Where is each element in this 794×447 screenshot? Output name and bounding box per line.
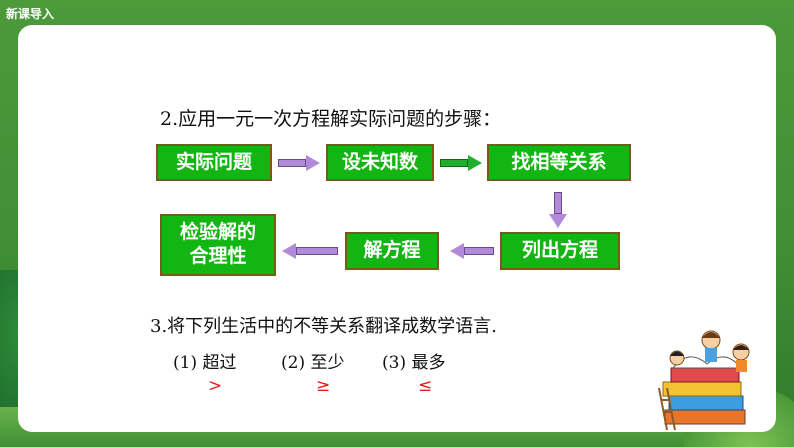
arrow-left-icon	[282, 243, 338, 259]
answer-greater-equal: ≥	[316, 376, 331, 396]
arrow-right-icon	[278, 155, 320, 171]
answer-greater-than: >	[208, 376, 223, 396]
steps-heading: 2.应用一元一次方程解实际问题的步骤：	[160, 108, 502, 130]
arrow-right-icon	[440, 155, 482, 171]
relation-item-at-least: (2) 至少	[281, 353, 345, 373]
relation-item-at-most: (3) 最多	[382, 353, 446, 373]
arrow-left-icon	[450, 243, 494, 259]
step-actual-problem: 实际问题	[156, 144, 272, 181]
content-card	[18, 25, 776, 432]
step-write-equation: 列出方程	[500, 232, 620, 270]
answer-less-equal: ≤	[418, 376, 433, 396]
step-check-line2: 合理性	[189, 245, 247, 267]
step-check-solution: 检验解的 合理性	[160, 214, 276, 276]
step-solve-equation: 解方程	[345, 232, 439, 270]
translate-heading: 3.将下列生活中的不等关系翻译成数学语言.	[150, 316, 497, 337]
step-find-equal-relation: 找相等关系	[487, 144, 631, 181]
arrow-down-icon	[549, 192, 567, 228]
relation-item-exceed: (1) 超过	[173, 353, 237, 373]
section-tag: 新课导入	[6, 7, 55, 21]
step-set-unknown: 设未知数	[326, 144, 434, 181]
children-reading-books-illustration	[658, 330, 750, 431]
step-check-line1: 检验解的	[179, 221, 256, 244]
